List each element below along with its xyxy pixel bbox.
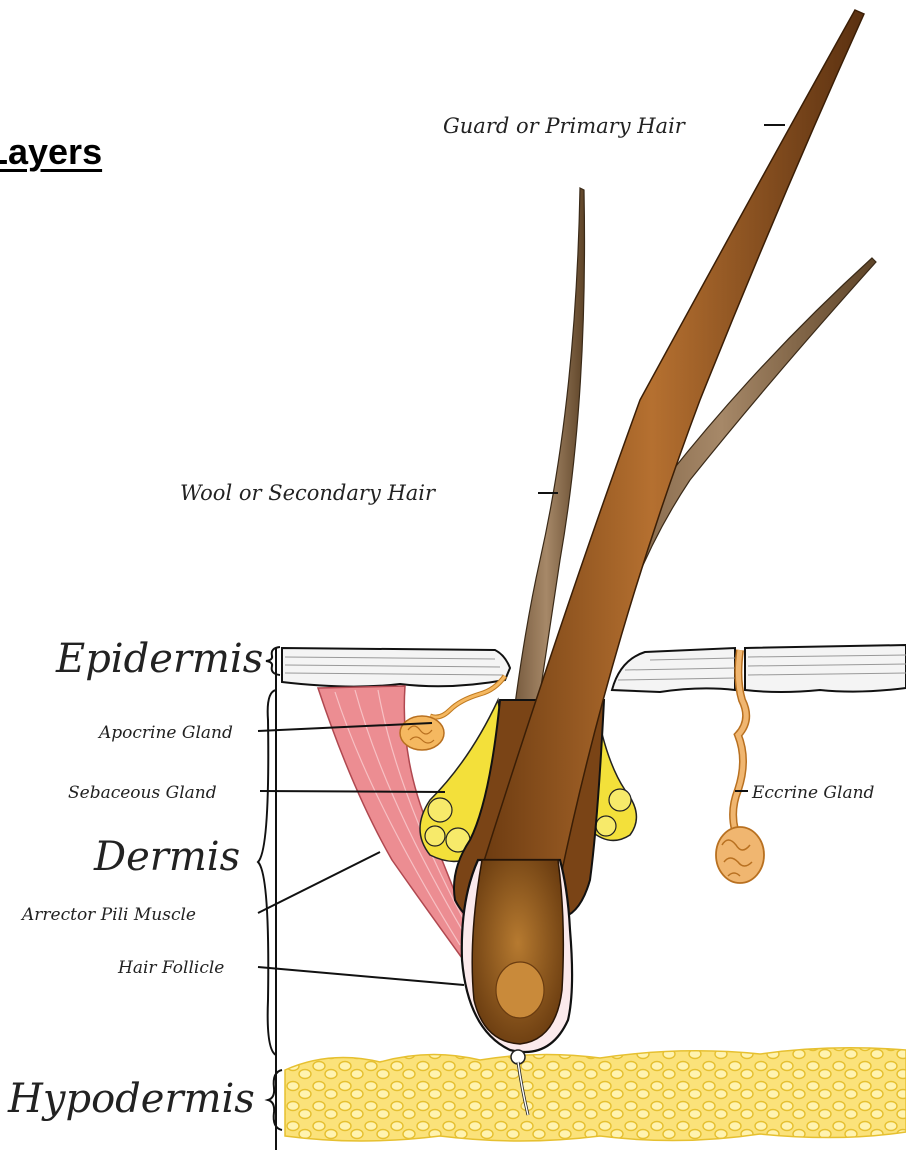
label-hair-follicle: Hair Follicle [117, 958, 224, 978]
label-hypodermis: Hypodermis [7, 1076, 255, 1122]
guard-hair-shaft [478, 10, 864, 880]
label-wool-hair: Wool or Secondary Hair [180, 481, 437, 505]
layer-braces [258, 647, 282, 1130]
dermal-papilla [496, 962, 544, 1018]
label-guard-hair: Guard or Primary Hair [443, 114, 687, 138]
label-dermis: Dermis [93, 834, 240, 880]
hypodermis-fat-layer [285, 1048, 906, 1141]
label-sebaceous-gland: Sebaceous Gland [68, 783, 217, 803]
label-eccrine-gland: Eccrine Gland [751, 783, 875, 803]
label-apocrine-gland: Apocrine Gland [97, 723, 233, 743]
label-epidermis: Epidermis [55, 636, 263, 682]
label-arrector-pili: Arrector Pili Muscle [20, 905, 196, 925]
